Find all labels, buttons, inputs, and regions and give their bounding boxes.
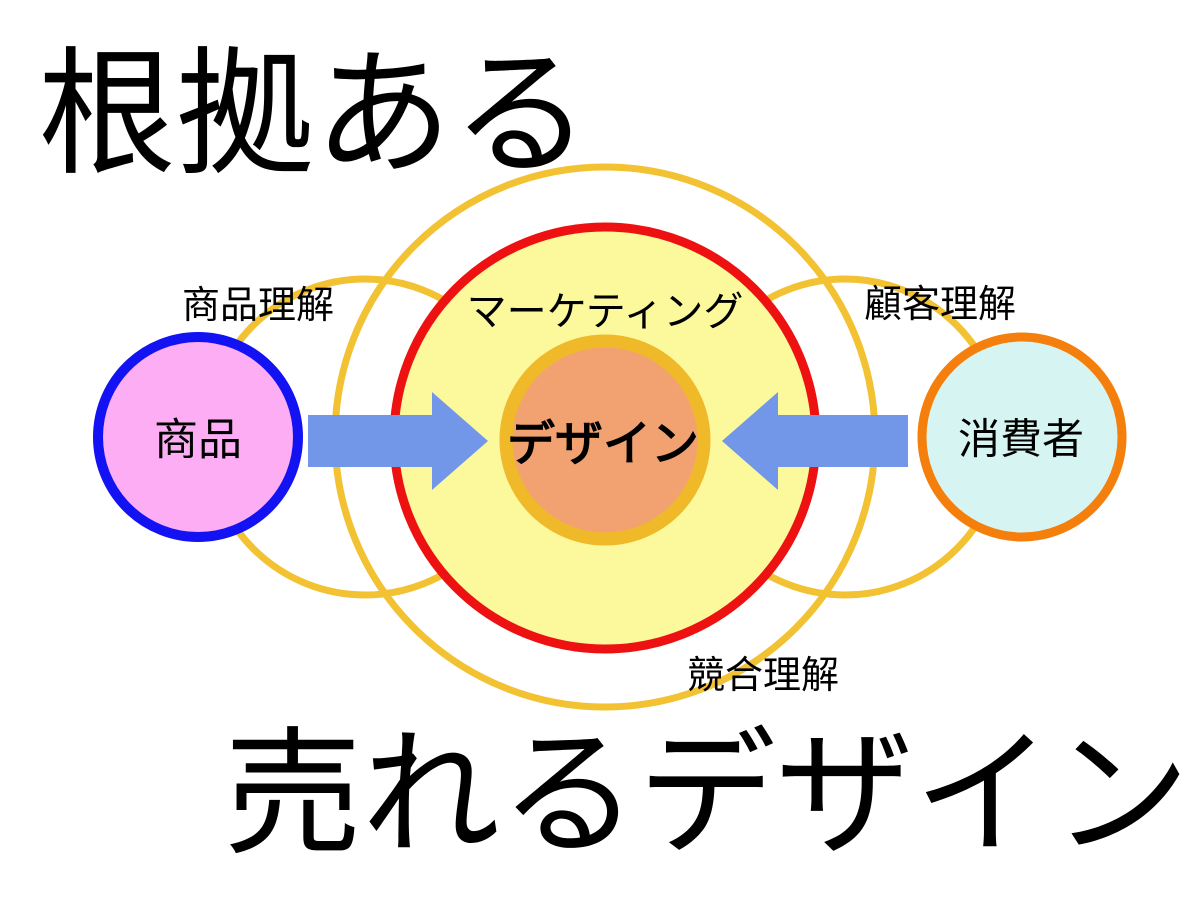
page-title-top: 根拠ある	[38, 34, 590, 195]
design-core-circle	[499, 334, 711, 546]
customer-understanding-label: 顧客理解	[864, 282, 1016, 326]
competitor-understanding-label: 競合理解	[687, 653, 839, 697]
product-understanding-label: 商品理解	[182, 283, 334, 327]
right-arrow-icon	[722, 392, 908, 490]
product-node-label: 商品	[154, 415, 242, 466]
design-core-label: デザイン	[507, 416, 699, 472]
consumer-node-label: 消費者	[958, 415, 1084, 464]
page-title-bottom: 売れるデザイン	[224, 714, 1190, 875]
consumer-node-circle	[917, 332, 1127, 542]
product-node-circle	[93, 332, 303, 542]
left-arrow-icon	[308, 392, 488, 490]
marketing-label: マーケティング	[467, 289, 744, 335]
